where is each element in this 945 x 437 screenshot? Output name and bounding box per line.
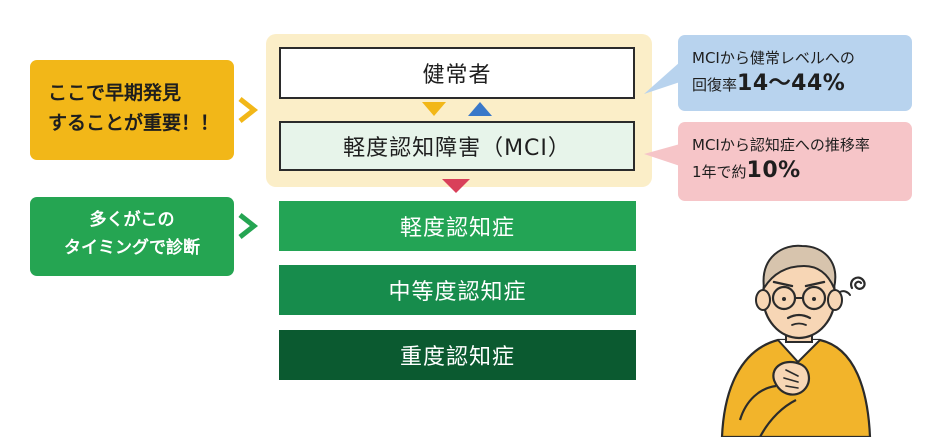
progression-rate-box: MCIから認知症への推移率 1年で約10%	[678, 122, 912, 201]
early-detection-line1: ここで早期発見	[48, 82, 182, 104]
recovery-rate-line1: MCIから健常レベルへの	[692, 49, 855, 67]
early-detection-line2: することが重要！！	[48, 112, 220, 134]
decline-arrow	[442, 179, 470, 193]
stage-healthy: 健常者	[279, 47, 635, 99]
worried-man-icon	[720, 244, 872, 437]
stage-severe-dementia: 重度認知症	[279, 330, 636, 380]
progress-down-arrow-icon	[422, 102, 446, 116]
stage-mild-dementia: 軽度認知症	[279, 201, 636, 251]
recovery-rate-value: 14〜44%	[737, 71, 846, 96]
progression-pointer	[644, 144, 680, 166]
transition-arrows	[422, 102, 492, 116]
progression-rate-prefix: 1年で約	[692, 163, 747, 181]
early-detection-callout: ここで早期発見 することが重要！！	[30, 60, 234, 160]
stage-healthy-label: 健常者	[422, 63, 492, 88]
stage-moderate-dementia: 中等度認知症	[279, 265, 636, 315]
recovery-rate-prefix: 回復率	[692, 76, 738, 94]
progression-rate-value: 10%	[746, 158, 801, 183]
stage-moderate-dementia-label: 中等度認知症	[388, 280, 527, 305]
diagnosis-timing-pointer	[238, 213, 259, 239]
stage-mci-label: 軽度認知障害（MCI）	[343, 136, 571, 161]
chevron-right-icon	[238, 97, 259, 123]
recovery-up-arrow-icon	[468, 102, 492, 116]
early-detection-pointer	[238, 97, 259, 123]
decline-down-arrow-icon	[442, 179, 470, 193]
chevron-right-icon	[238, 213, 259, 239]
diagnosis-timing-line1: 多くがこの	[89, 210, 175, 230]
recovery-pointer	[644, 62, 680, 94]
diagnosis-timing-callout: 多くがこの タイミングで診断	[30, 197, 234, 276]
stage-mci: 軽度認知障害（MCI）	[279, 121, 635, 171]
progression-rate-line1: MCIから認知症への推移率	[692, 136, 870, 154]
diagnosis-timing-line2: タイミングで診断	[64, 238, 200, 258]
stage-severe-dementia-label: 重度認知症	[399, 345, 515, 370]
stage-mild-dementia-label: 軽度認知症	[399, 216, 515, 241]
recovery-rate-box: MCIから健常レベルへの 回復率14〜44%	[678, 35, 912, 111]
